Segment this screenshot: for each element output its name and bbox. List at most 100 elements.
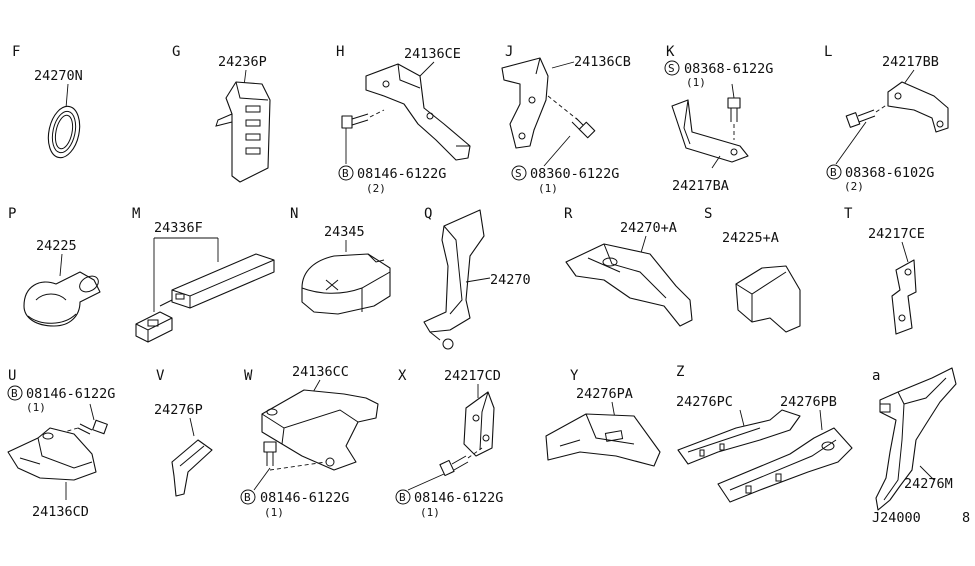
section-t: T 24217CE — [844, 206, 925, 335]
section-z: Z 24276PC 24276PB — [676, 364, 853, 503]
part-number-24236p: 24236P — [218, 54, 267, 70]
part-number-24136cd: 24136CD — [32, 504, 89, 520]
part-number-24136cc: 24136CC — [292, 364, 349, 380]
part-number-24225: 24225 — [36, 238, 77, 254]
bolt-number: 08360-6122G — [530, 166, 619, 182]
leader-line — [731, 83, 735, 99]
bolt-quantity: (1) — [538, 182, 558, 195]
bolt-symbol-b-icon — [338, 165, 354, 181]
bolt-symbol-s-icon — [511, 165, 527, 181]
bracket-part — [423, 209, 485, 350]
part-number-24276pb: 24276PB — [780, 394, 837, 410]
bolt-number: 08368-6102G — [845, 165, 934, 181]
section-h: H 24136CE B 08146-6122G (2) — [336, 44, 471, 195]
grommet-ring-part — [47, 105, 81, 159]
bracket-part — [261, 389, 379, 471]
protector-part — [545, 413, 661, 467]
section-f: F 24270N — [12, 44, 83, 159]
harness-sleeve-part — [159, 253, 275, 309]
part-number-24276m: 24276M — [904, 476, 953, 492]
leader-line — [59, 253, 63, 277]
section-r: R 24270+A — [564, 206, 693, 327]
bracket-part — [7, 427, 97, 481]
leader-line — [153, 237, 219, 312]
bolt-icon — [439, 455, 469, 477]
leader-line — [253, 467, 271, 491]
section-l: L 24217BB B 08368-6102G (2) — [824, 44, 949, 193]
bolt-icon — [845, 109, 876, 128]
bracket-part — [671, 99, 749, 163]
section-p: P 24225 — [8, 206, 101, 327]
bracket-part — [887, 81, 949, 133]
boot-cover-part — [23, 271, 101, 327]
bolt-number: 08146-6122G — [414, 490, 503, 506]
part-number-24276p: 24276P — [154, 402, 203, 418]
leader-line — [467, 447, 483, 459]
leader-line — [551, 61, 575, 69]
bolt-quantity: (1) — [264, 506, 284, 519]
section-letter-x: X — [398, 368, 407, 384]
bolt-symbol-label: S — [668, 62, 675, 75]
bolt-quantity: (1) — [420, 506, 440, 519]
bolt-symbol-b-icon — [826, 164, 842, 180]
leader-line — [919, 465, 935, 481]
diagram-suffix: 8 — [962, 510, 970, 526]
protector-part — [171, 439, 213, 497]
part-number-24276pa: 24276PA — [576, 386, 633, 402]
bolt-number: 08146-6122G — [357, 166, 446, 182]
leader-line — [819, 409, 823, 431]
section-s: S 24225+A — [704, 206, 801, 333]
bolt-symbol-label: S — [515, 167, 522, 180]
part-number-24345: 24345 — [324, 224, 365, 240]
leader-line — [739, 409, 745, 427]
leader-line — [89, 403, 95, 421]
bolt-symbol-label: B — [830, 166, 837, 179]
connector-part — [135, 311, 173, 343]
section-letter-r: R — [564, 206, 573, 222]
protector-part — [565, 243, 693, 327]
section-letter-m: M — [132, 206, 140, 222]
section-letter-l: L — [824, 44, 832, 60]
section-letter-t: T — [844, 206, 853, 222]
bolt-number: 08368-6122G — [684, 61, 773, 77]
part-number-24217cd: 24217CD — [444, 368, 501, 384]
part-number-24270-a: 24270+A — [620, 220, 677, 236]
bolt-icon — [263, 441, 277, 466]
section-n: N 24345 — [290, 206, 391, 315]
part-number-24217bb: 24217BB — [882, 54, 939, 70]
leader-line — [63, 427, 79, 433]
part-number-24276pc: 24276PC — [676, 394, 733, 410]
boot-cover-part — [735, 265, 801, 333]
bolt-icon — [77, 419, 108, 435]
leader-line — [407, 473, 445, 491]
section-letter-a: a — [872, 368, 880, 384]
part-number-24136cb: 24136CB — [574, 54, 631, 70]
section-y: Y 24276PA — [545, 368, 661, 467]
part-number-24270n: 24270N — [34, 68, 83, 84]
leader-line — [547, 95, 579, 121]
part-number-24270: 24270 — [490, 272, 531, 288]
leader-line — [465, 277, 491, 283]
section-letter-h: H — [336, 44, 344, 60]
bolt-symbol-b-icon — [7, 385, 23, 401]
leader-line — [189, 417, 195, 437]
part-number-24225-a: 24225+A — [722, 230, 779, 246]
section-u: U B 08146-6122G (1) 24136CD — [7, 368, 115, 520]
bracket-part — [501, 57, 549, 149]
part-number-24336f: 24336F — [154, 220, 203, 236]
section-k: K S 08368-6122G (1) 24217BA — [664, 44, 773, 194]
section-v: V 24276P — [154, 368, 213, 497]
section-letter-f: F — [12, 44, 20, 60]
harness-clip-part — [215, 81, 271, 183]
section-letter-n: N — [290, 206, 298, 222]
diagram-code: J24000 — [872, 510, 921, 526]
leader-line — [875, 103, 889, 113]
section-letter-v: V — [156, 368, 165, 384]
bolt-symbol-label: B — [342, 167, 349, 180]
leader-line — [901, 241, 909, 263]
bolt-icon — [571, 117, 596, 139]
part-number-24217ba: 24217BA — [672, 178, 729, 194]
section-letter-j: J — [505, 44, 513, 60]
leader-line — [369, 109, 385, 118]
